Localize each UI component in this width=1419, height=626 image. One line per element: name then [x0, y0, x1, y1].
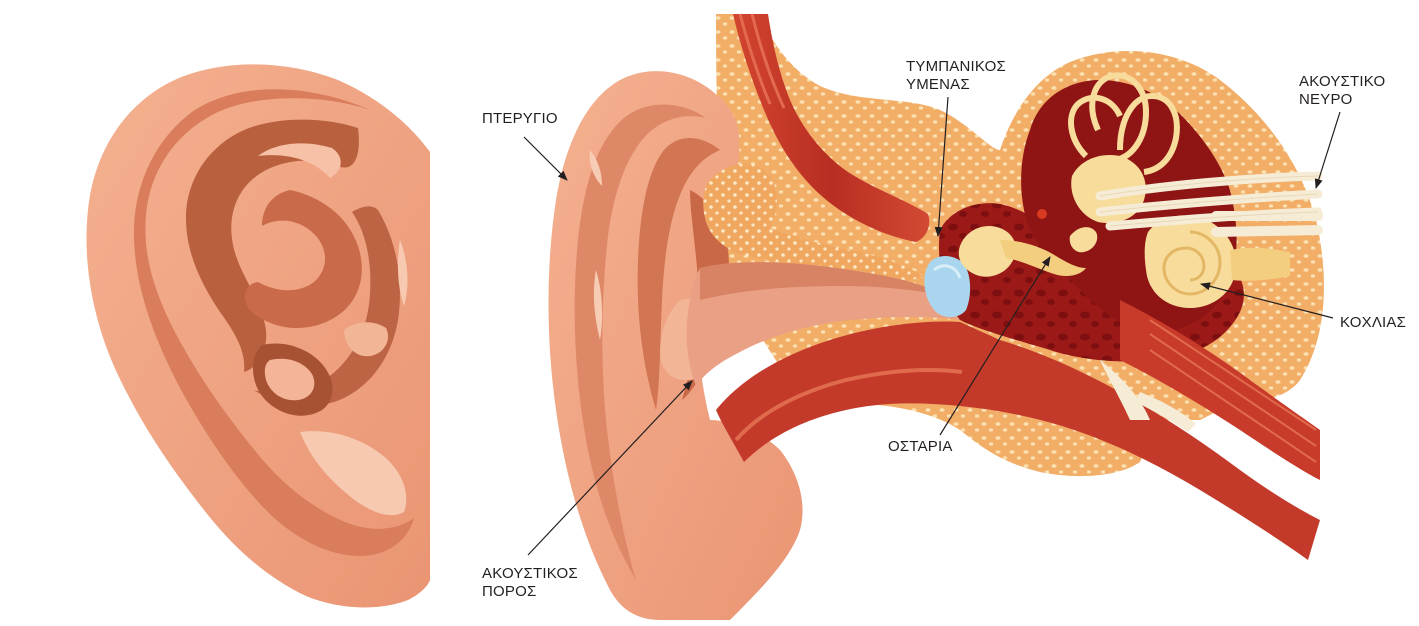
cochlea-label-line: ΚΟΧΛΙΑΣ — [1340, 314, 1406, 332]
eardrum-label: ΤΥΜΠΑΝΙΚΟΣ ΥΜΕΝΑΣ — [906, 58, 1006, 94]
pinna-label-line: ΠΤΕΡΥΓΙΟ — [482, 110, 558, 128]
ossicles-label: ΟΣΤΑΡΙΑ — [888, 438, 953, 456]
ear-canal-label-line-2: ΠΟΡΟΣ — [482, 583, 578, 601]
external-ear-illustration — [86, 64, 430, 607]
ear-canal-label: ΑΚΟΥΣΤΙΚΟΣ ΠΟΡΟΣ — [482, 565, 578, 601]
cochlea-label: ΚΟΧΛΙΑΣ — [1340, 314, 1406, 332]
pinna-label: ΠΤΕΡΥΓΙΟ — [482, 110, 558, 128]
ossicles-label-line: ΟΣΤΑΡΙΑ — [888, 438, 953, 456]
eardrum-label-line-1: ΤΥΜΠΑΝΙΚΟΣ — [906, 58, 1006, 76]
auditory-nerve-label-line-2: ΝΕΥΡΟ — [1299, 91, 1385, 109]
eardrum-label-line-2: ΥΜΕΝΑΣ — [906, 76, 1006, 94]
auditory-nerve-pointer — [1316, 112, 1340, 188]
auditory-nerve-label-line-1: ΑΚΟΥΣΤΙΚΟ — [1299, 73, 1385, 91]
pinna-pointer — [524, 137, 567, 180]
ear-canal-label-line-1: ΑΚΟΥΣΤΙΚΟΣ — [482, 565, 578, 583]
ear-cross-section-illustration — [549, 14, 1324, 620]
auditory-nerve-label: ΑΚΟΥΣΤΙΚΟ ΝΕΥΡΟ — [1299, 73, 1385, 109]
